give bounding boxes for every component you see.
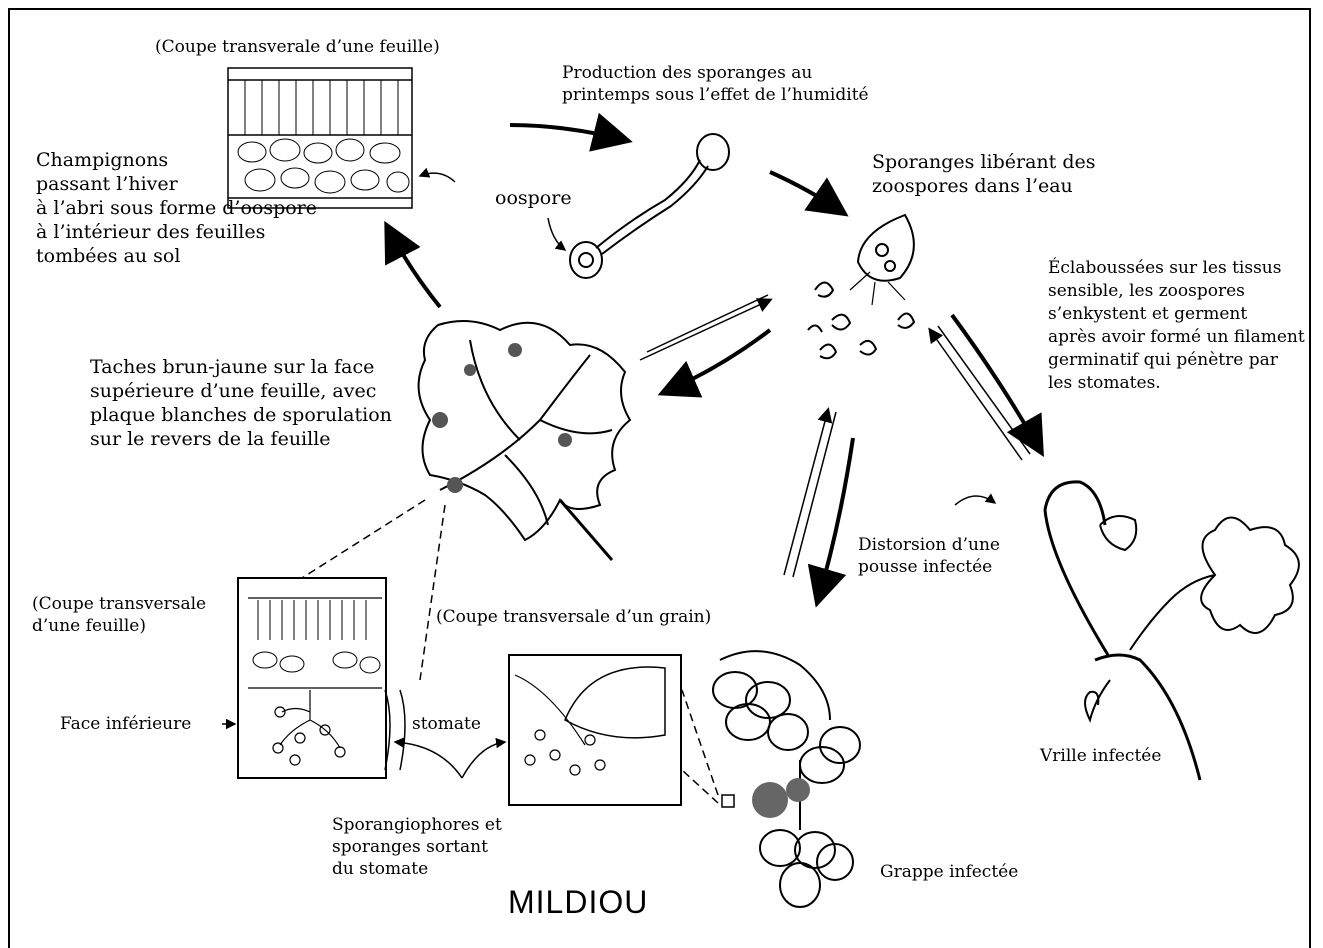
label-coupe-grain: (Coupe transversale d’un grain) bbox=[436, 606, 711, 628]
diagram-title: MILDIOU bbox=[508, 884, 648, 921]
label-oospore: oospore bbox=[495, 186, 572, 210]
label-sporanges-liberant: Sporanges libérant des zoospores dans l’… bbox=[872, 150, 1096, 198]
label-stomate: stomate bbox=[412, 713, 481, 735]
label-taches: Taches brun-jaune sur la face supérieure… bbox=[90, 355, 392, 451]
label-coupe-feuille-top: (Coupe transverale d’une feuille) bbox=[155, 36, 440, 58]
infected-shoot bbox=[1045, 482, 1299, 780]
label-grappe: Grappe infectée bbox=[880, 861, 1018, 883]
grape-sporulation bbox=[752, 778, 810, 818]
grape-leaf bbox=[419, 321, 630, 560]
label-eclaboussees: Éclaboussées sur les tissus sensible, le… bbox=[1048, 257, 1305, 395]
label-face-inferieure: Face inférieure bbox=[60, 713, 191, 735]
label-sporangiophores: Sporangiophores et sporanges sortant du … bbox=[332, 814, 502, 880]
sporange-zoospores bbox=[808, 215, 914, 358]
label-coupe-feuille-bottom: (Coupe transversale d’une feuille) bbox=[32, 593, 206, 637]
label-vrille: Vrille infectée bbox=[1040, 745, 1161, 767]
label-distorsion: Distorsion d’une pousse infectée bbox=[858, 534, 1000, 578]
oospore-germination bbox=[570, 134, 729, 278]
leaf-cross-section-box bbox=[238, 578, 386, 778]
grape-cluster bbox=[713, 651, 860, 907]
label-production: Production des sporanges au printemps so… bbox=[562, 62, 869, 106]
label-champignons: Champignons passant l’hiver à l’abri sou… bbox=[36, 148, 317, 268]
grain-cross-section-box bbox=[509, 655, 681, 805]
